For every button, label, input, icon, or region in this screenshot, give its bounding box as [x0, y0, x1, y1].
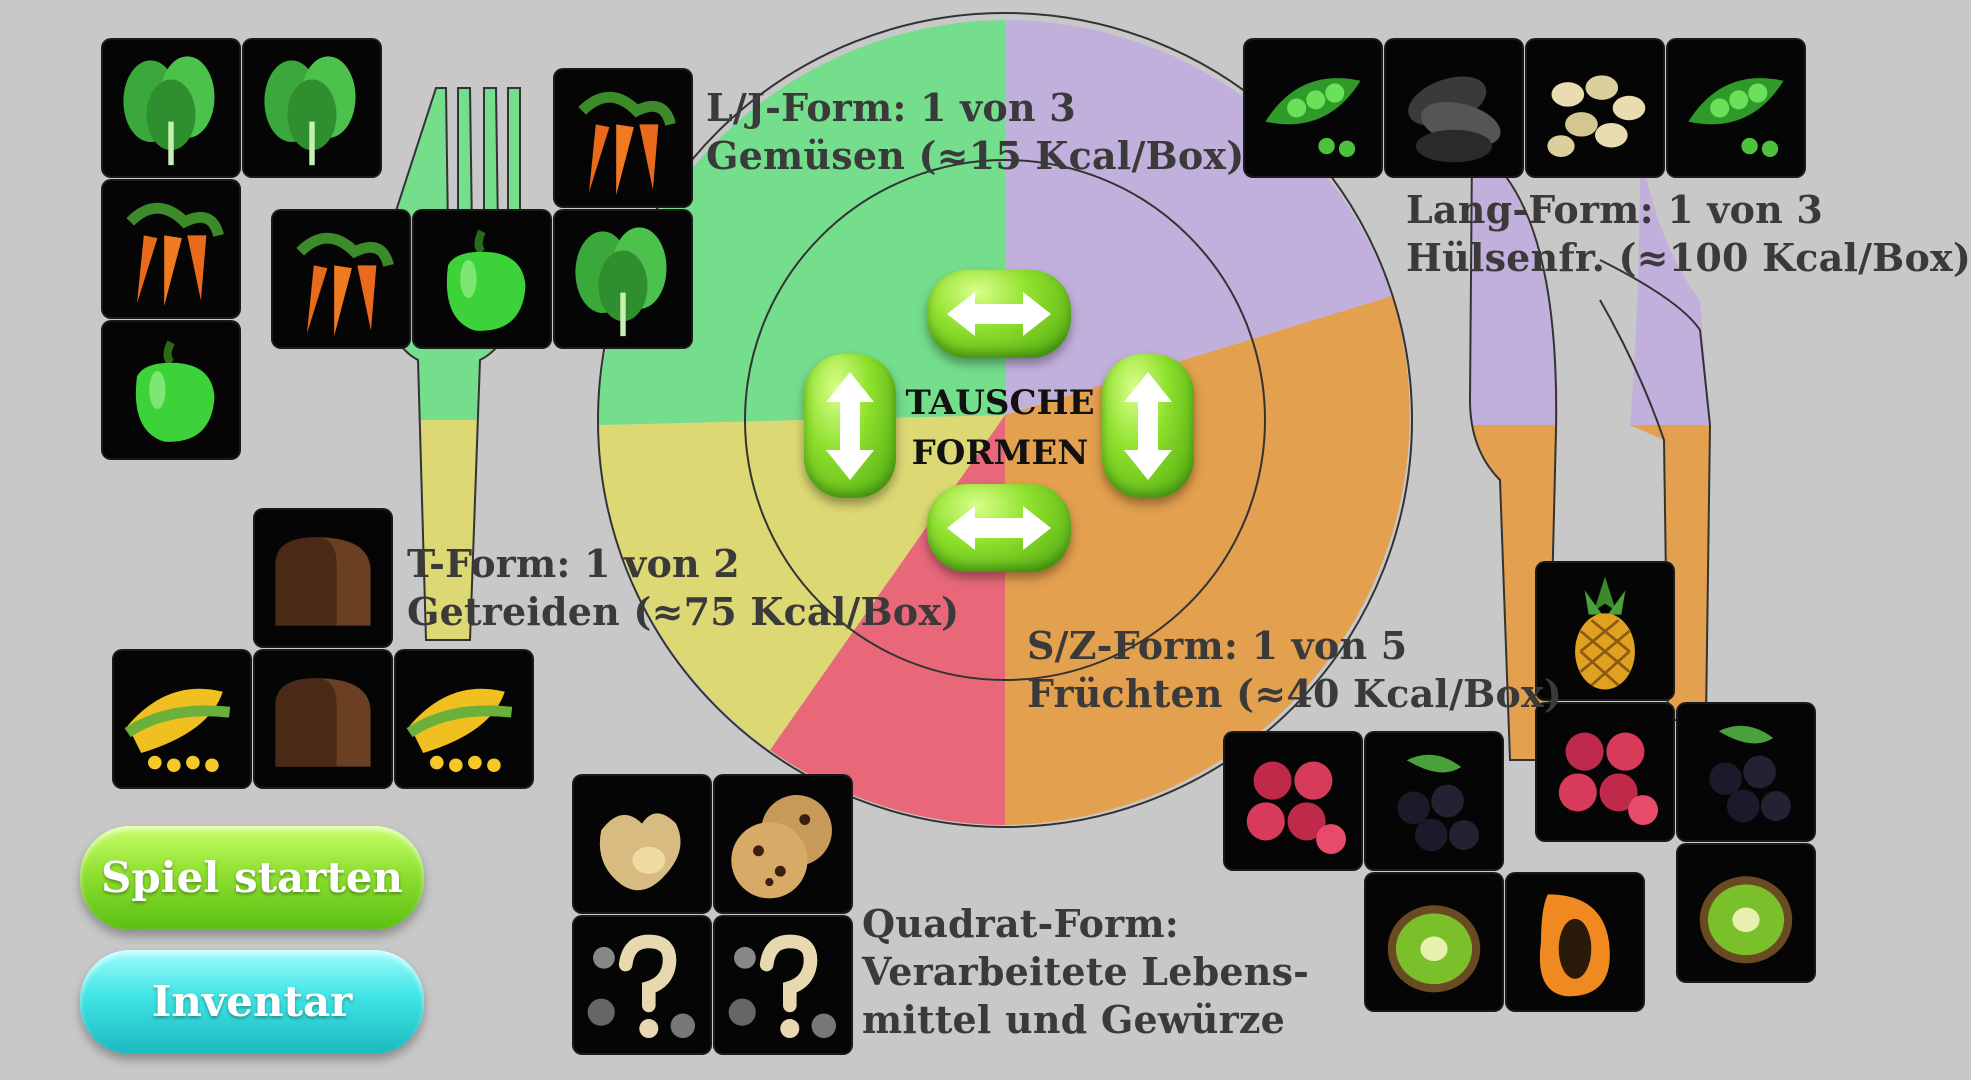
- sunflower-seeds-icon[interactable]: [1386, 40, 1522, 176]
- papaya-icon[interactable]: [1507, 874, 1643, 1010]
- grains-label-line2: Getreiden (≈75 Kcal/Box): [407, 589, 960, 634]
- pineapple-icon[interactable]: [1537, 563, 1673, 699]
- fruits-label-line2: Früchten (≈40 Kcal/Box): [1027, 671, 1563, 716]
- fruits-label-line1: S/Z-Form: 1 von 5: [1027, 623, 1408, 668]
- carrot-icon[interactable]: [103, 181, 239, 317]
- inventory-button[interactable]: Inventar: [80, 950, 424, 1054]
- vegetables-label-line1: L/J-Form: 1 von 3: [706, 85, 1076, 130]
- corn-icon[interactable]: [114, 651, 250, 787]
- carrot-icon[interactable]: [555, 70, 691, 206]
- swap-horizontal-arrow-bottom[interactable]: [927, 484, 1071, 572]
- mystery-food-icon[interactable]: [574, 917, 710, 1053]
- spinach-icon[interactable]: [244, 40, 380, 176]
- fruits-label: S/Z-Form: 1 von 5 Früchten (≈40 Kcal/Box…: [1027, 622, 1562, 718]
- legumes-label-line1: Lang-Form: 1 von 3: [1406, 187, 1824, 232]
- bread-icon[interactable]: [255, 651, 391, 787]
- swap-vertical-arrow-left[interactable]: [804, 354, 896, 498]
- mystery-food-icon[interactable]: [715, 917, 851, 1053]
- swap-shapes-line2: FORMEN: [911, 433, 1089, 473]
- green-pepper-icon[interactable]: [103, 322, 239, 458]
- blackcurrant-icon[interactable]: [1678, 704, 1814, 840]
- ginger-icon[interactable]: [574, 776, 710, 912]
- legumes-label: Lang-Form: 1 von 3 Hülsenfr. (≈100 Kcal/…: [1406, 186, 1971, 282]
- vegetables-label: L/J-Form: 1 von 3 Gemüsen (≈15 Kcal/Box): [706, 84, 1244, 180]
- green-pepper-icon[interactable]: [414, 211, 550, 347]
- swap-shapes-line1: TAUSCHE: [905, 383, 1095, 423]
- blackcurrant-icon[interactable]: [1366, 733, 1502, 869]
- swap-vertical-arrow-right[interactable]: [1102, 354, 1194, 498]
- processed-label-line3: mittel und Gewürze: [862, 997, 1285, 1042]
- legumes-label-line2: Hülsenfr. (≈100 Kcal/Box): [1406, 235, 1971, 280]
- processed-label: Quadrat-Form: Verarbeitete Lebens- mitte…: [862, 900, 1309, 1044]
- processed-label-line1: Quadrat-Form:: [862, 901, 1179, 946]
- carrot-icon[interactable]: [273, 211, 409, 347]
- spinach-icon[interactable]: [103, 40, 239, 176]
- white-beans-icon[interactable]: [1527, 40, 1663, 176]
- spinach-icon[interactable]: [555, 211, 691, 347]
- bread-icon[interactable]: [255, 510, 391, 646]
- start-game-button[interactable]: Spiel starten: [80, 826, 424, 930]
- swap-shapes-title: TAUSCHE FORMEN: [900, 378, 1100, 478]
- lychee-icon[interactable]: [1537, 704, 1673, 840]
- pea-pod-icon[interactable]: [1668, 40, 1804, 176]
- grains-label: T-Form: 1 von 2 Getreiden (≈75 Kcal/Box): [407, 540, 959, 636]
- processed-label-line2: Verarbeitete Lebens-: [862, 949, 1310, 994]
- pea-pod-icon[interactable]: [1245, 40, 1381, 176]
- kiwi-icon[interactable]: [1678, 845, 1814, 981]
- corn-icon[interactable]: [396, 651, 532, 787]
- kiwi-icon[interactable]: [1366, 874, 1502, 1010]
- vegetables-label-line2: Gemüsen (≈15 Kcal/Box): [706, 133, 1245, 178]
- swap-horizontal-arrow-top[interactable]: [927, 270, 1071, 358]
- cookie-icon[interactable]: [715, 776, 851, 912]
- grains-label-line1: T-Form: 1 von 2: [407, 541, 740, 586]
- lychee-icon[interactable]: [1225, 733, 1361, 869]
